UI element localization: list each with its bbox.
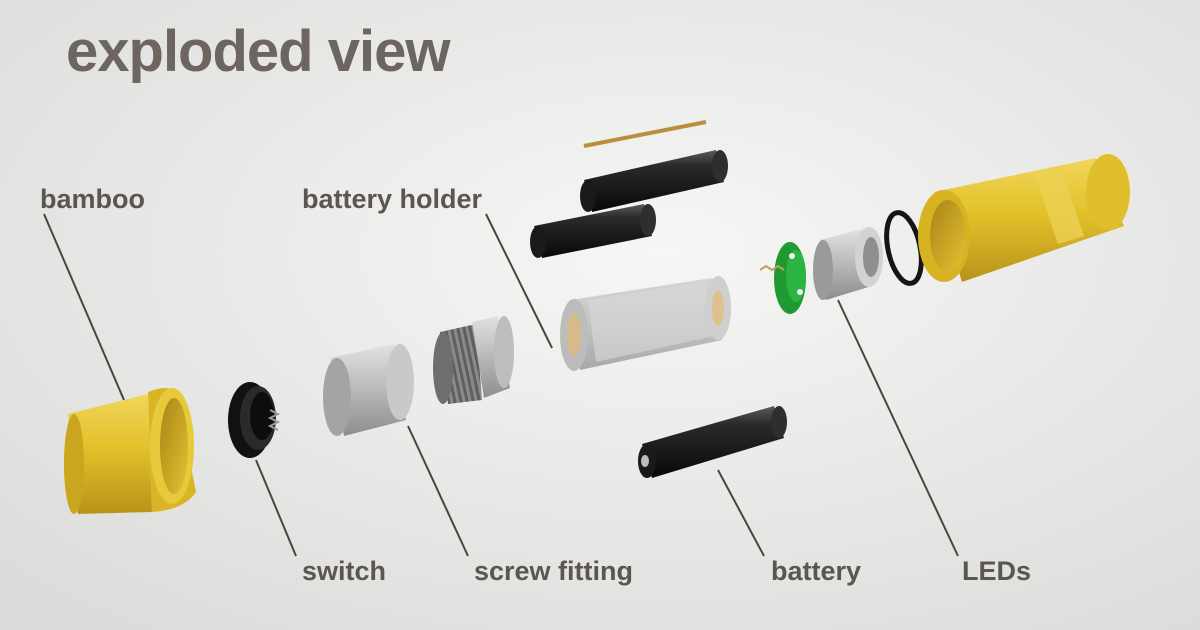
battery-lower [638,406,787,478]
label-switch: switch [302,556,387,586]
leader-line-bamboo [43,213,125,401]
battery-upper [580,150,728,212]
screw-fitting-component [433,316,514,404]
label-leds: LEDs [962,556,1032,586]
battery-middle [530,204,656,258]
leader-line-battery [717,469,765,557]
leader-line-screw-fitting [407,425,469,557]
battery-holder-component [560,276,731,371]
label-bamboo: bamboo [40,184,145,214]
diagram-title: exploded view [66,19,450,84]
switch-component [228,382,281,458]
wire [583,120,707,148]
label-battery: battery [771,556,862,586]
leader-line-leds [837,299,959,557]
led-reflector [813,227,883,300]
label-screw-fitting: screw fitting [474,556,634,586]
leader-line-switch [255,459,297,557]
led-pcb [759,242,806,314]
leader-line-battery-holder [485,213,553,349]
label-battery-holder: battery holder [302,184,483,214]
bamboo-tube-right [918,154,1130,282]
metal-sleeve [323,344,414,436]
leader-lines [43,213,959,557]
bamboo-cap-left [64,388,196,514]
